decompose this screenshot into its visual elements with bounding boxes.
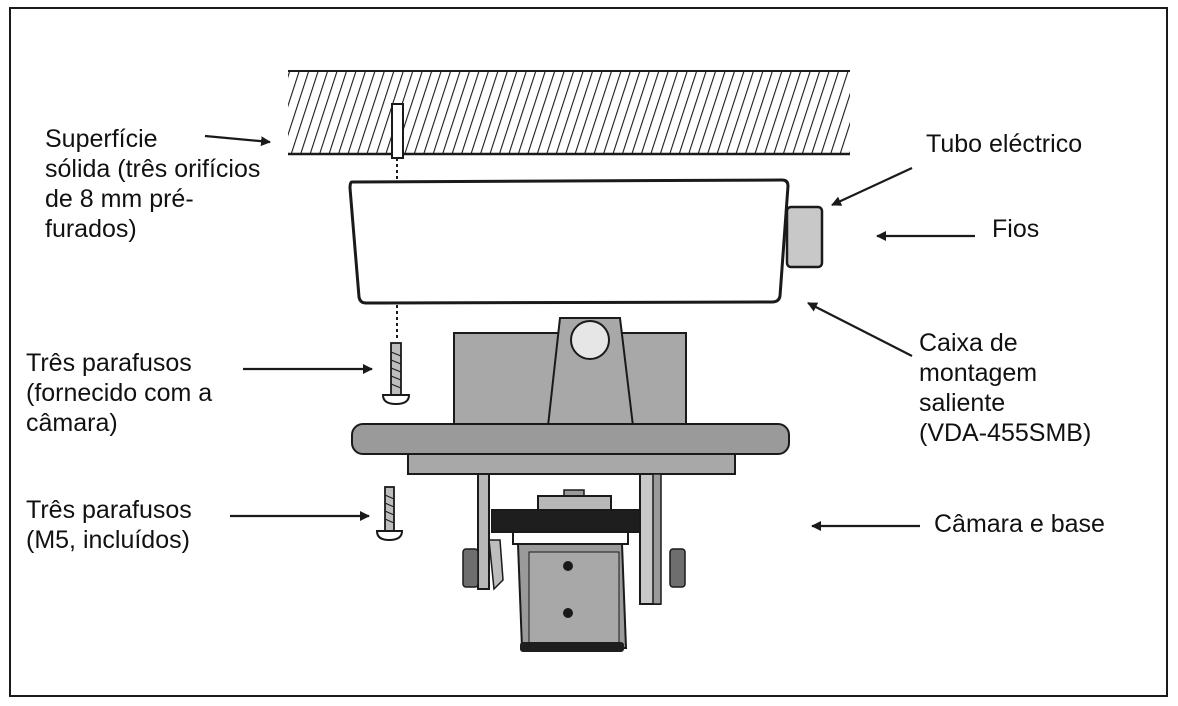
screw-lower <box>375 486 404 542</box>
label-mount-box: Caixa de montagem saliente (VDA-455SMB) <box>919 329 1092 447</box>
camera-assembly <box>462 473 686 652</box>
surface-mount-box <box>348 178 790 305</box>
arrow-mount-box <box>807 302 913 357</box>
leader-arrows <box>204 134 975 531</box>
camera-base-plate <box>351 423 790 475</box>
label-wires: Fios <box>992 215 1040 243</box>
label-screws-supplied: Três parafusos (fornecido com a câmara) <box>26 349 213 437</box>
camera-mount-upper <box>453 317 687 427</box>
arrow-solid-surface <box>204 134 271 147</box>
label-camera-base: Câmara e base <box>934 510 1105 538</box>
arrow-conduit <box>831 167 913 206</box>
solid-surface <box>288 70 850 156</box>
diagram-frame <box>9 7 1168 697</box>
label-solid-surface: Superfície sólida (três orifícios de 8 m… <box>45 125 261 243</box>
screw-upper <box>381 342 411 406</box>
conduit-fitting <box>785 205 824 269</box>
label-screws-m5: Três parafusos (M5, incluídos) <box>26 496 192 554</box>
pilot-hole <box>391 103 404 180</box>
label-conduit: Tubo eléctrico <box>926 130 1083 158</box>
